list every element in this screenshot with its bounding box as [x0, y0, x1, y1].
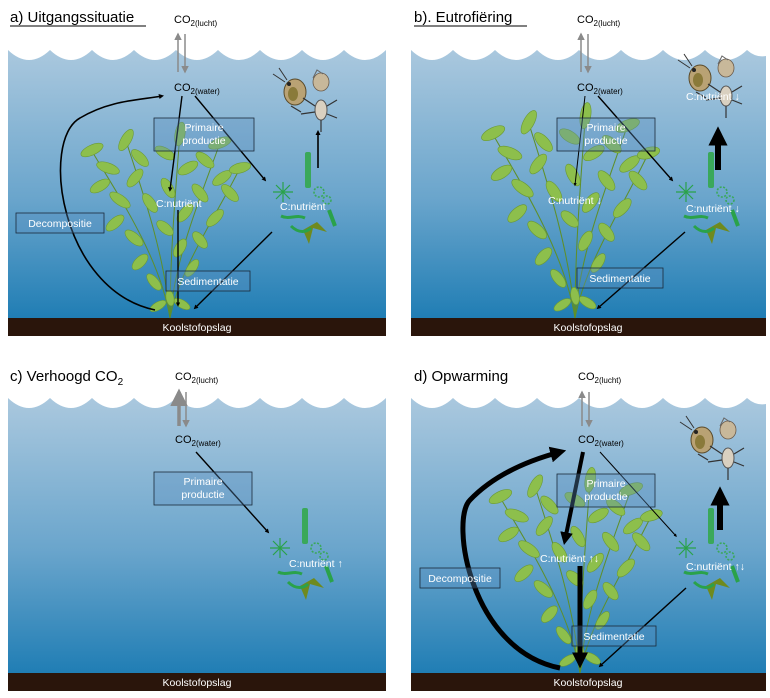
sediment-a [8, 318, 386, 336]
algae-cn-label-d: C:nutriënt ↑↓ [686, 561, 745, 573]
arrows-b [573, 32, 728, 310]
water-d [411, 398, 766, 675]
carbon-storage-label-c: Koolstofopslag [163, 677, 232, 689]
panel-b [411, 50, 766, 336]
sedimentation-box-d [571, 625, 657, 647]
decomposition-box-d [419, 567, 501, 589]
panel-d [411, 398, 766, 691]
panel-d-title: d) Opwarming [414, 368, 508, 385]
co2-air-label-b: CO2(lucht) [577, 14, 621, 28]
co2-water-label-a: CO2(water) [174, 82, 220, 96]
algae-cn-label-c: C:nutriënt ↑ [289, 558, 343, 570]
panel-c-title: c) Verhoogd CO2 [10, 368, 124, 388]
co2-water-label-d: CO2(water) [578, 434, 624, 448]
sedimentation-box-b [576, 267, 664, 289]
primary-production-box-c [153, 471, 253, 506]
arrows-a [59, 32, 321, 311]
arrows-c [170, 388, 270, 534]
co2-air-label-d: CO2(lucht) [578, 371, 622, 385]
sedimentation-label-b: Sedimentatie [589, 273, 650, 285]
sedimentation-label-d: Sedimentatie [583, 631, 644, 643]
panel-b-title: b). Eutrofiëring [414, 9, 512, 26]
sediment-b [411, 318, 766, 336]
sedimentation-label-a: Sedimentatie [177, 276, 238, 288]
primary-production-box-a [153, 117, 255, 152]
algae-cn-label-a: C:nutriënt [280, 201, 326, 213]
panel-c [8, 398, 386, 691]
co2-water-label-b: CO2(water) [577, 82, 623, 96]
co2-air-label-c: CO2(lucht) [175, 371, 219, 385]
decomposition-box-a [15, 212, 105, 234]
water-c [8, 398, 386, 675]
primary-production-box-d [556, 473, 656, 508]
water-b [411, 50, 766, 320]
carbon-storage-label-a: Koolstofopslag [163, 322, 232, 334]
decomposition-label-a: Decompositie [28, 218, 92, 230]
sedimentation-box-a [165, 270, 251, 292]
panel-a-title: a) Uitgangssituatie [10, 9, 134, 26]
carbon-storage-label-d: Koolstofopslag [554, 677, 623, 689]
plant-cn-label-d: C:nutriënt ↑↓ [540, 553, 599, 565]
carbon-storage-label-b: Koolstofopslag [554, 322, 623, 334]
co2-air-label-a: CO2(lucht) [174, 14, 218, 28]
algae-cn-label-b: C:nutriënt ↓ [686, 203, 740, 215]
arrows-d [460, 390, 730, 671]
decomposition-label-d: Decompositie [428, 573, 492, 585]
sediment-c [8, 673, 386, 691]
sediment-d [411, 673, 766, 691]
plant-cn-label-b: C:nutriënt ↓ [548, 195, 602, 207]
co2-water-label-c: CO2(water) [175, 434, 221, 448]
primary-production-box-b [556, 117, 656, 152]
plant-cn-label-a: C:nutriënt [156, 198, 202, 210]
zooplankton-cn-label-b: C:nutriënt ↓ [686, 91, 740, 103]
